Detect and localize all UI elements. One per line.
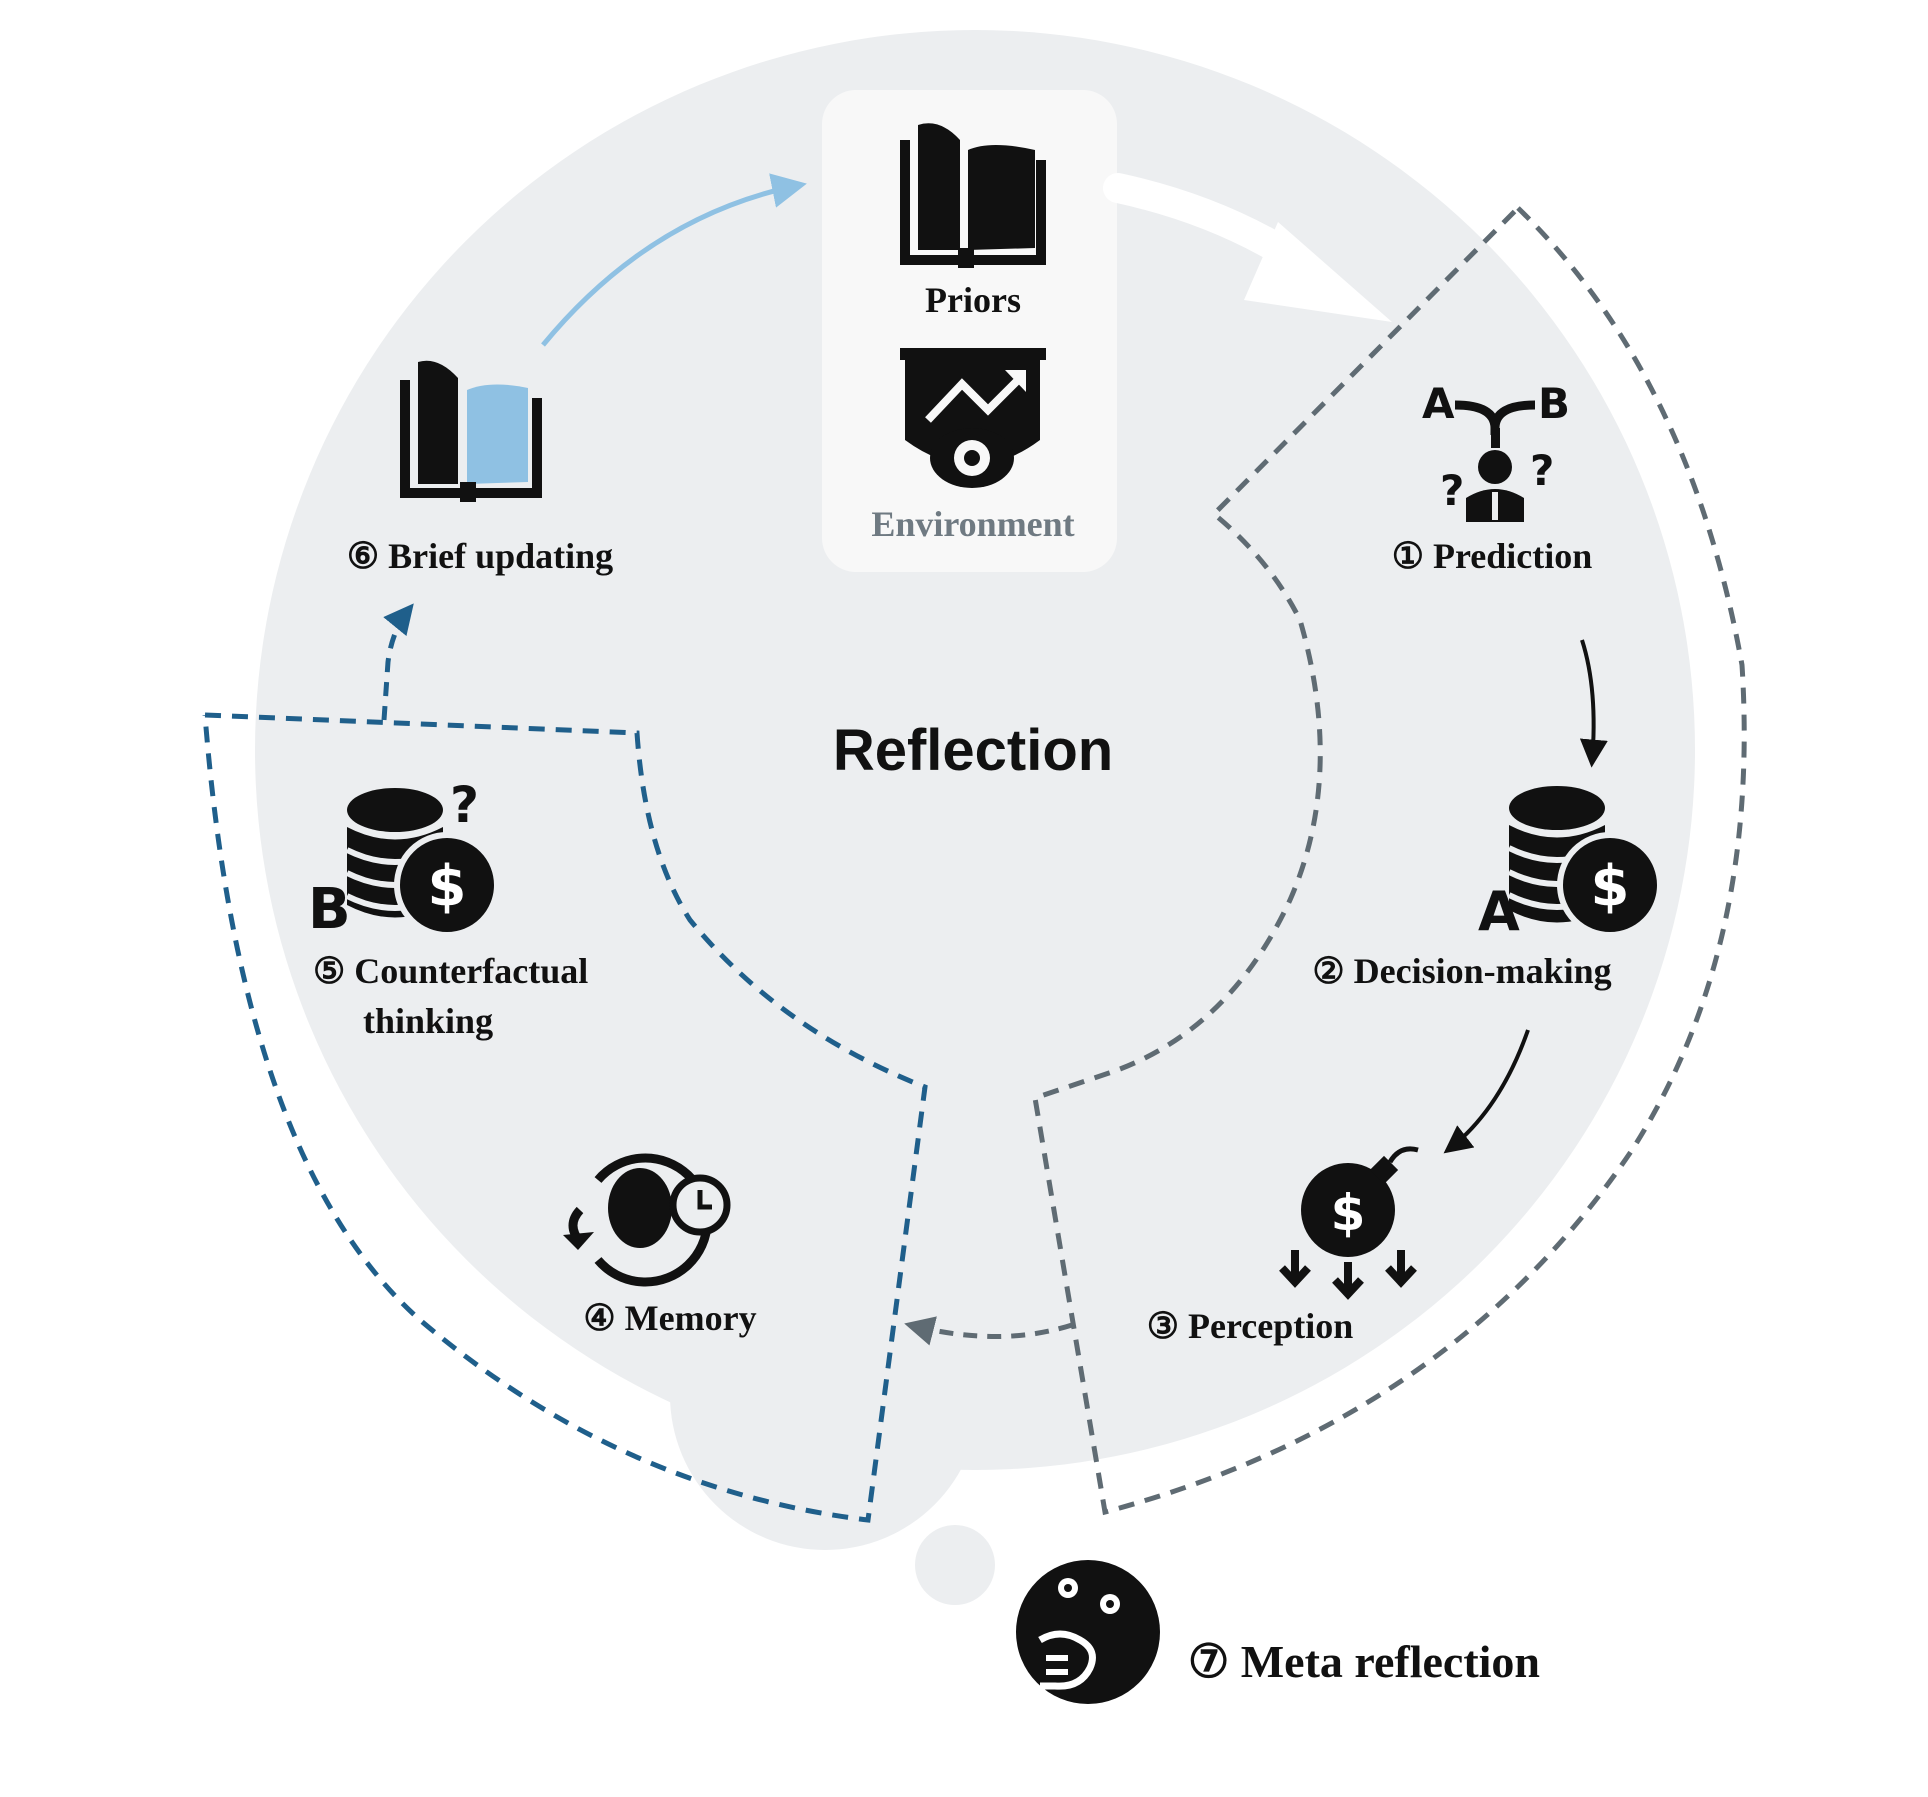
decision-making-label: ② Decision-making [1312, 951, 1611, 991]
brain-clock-icon [563, 1153, 731, 1287]
perception-dollar-sign: $ [1331, 1184, 1366, 1242]
action-region-gray-dashed [1032, 206, 1747, 1516]
prediction-question-right: ? [1530, 446, 1554, 495]
reflection-region-blue-dashed [202, 712, 928, 1523]
coins-dollar-icon [1507, 786, 1663, 938]
decision-to-perception-arrow [1443, 1029, 1530, 1154]
counterfactual-dollar-sign: $ [428, 854, 467, 919]
perception-to-memory-arrow [904, 1316, 1073, 1346]
memory-label: ④ Memory [583, 1298, 756, 1338]
choice-person-icon [1454, 400, 1536, 522]
thinking-face-icon [1016, 1560, 1160, 1704]
prediction-question-left: ? [1440, 466, 1464, 515]
decision-letter-a: A [1478, 880, 1520, 943]
prediction-letter-a: A [1422, 379, 1455, 428]
environment-label: Environment [871, 504, 1074, 544]
meta-reflection-label: ⑦ Meta reflection [1188, 1636, 1540, 1687]
thought-bubble-small [915, 1525, 995, 1605]
brief-updating-label: ⑥ Brief updating [347, 536, 613, 576]
open-book-icon [400, 360, 542, 502]
counterfactual-label-line2: thinking [363, 1001, 493, 1041]
white-arrow [1103, 173, 1392, 322]
thought-bubble-medium [670, 1240, 980, 1550]
decision-dollar-sign: $ [1591, 854, 1630, 919]
counterfactual-label-line1: ⑤ Counterfactual [313, 951, 588, 991]
perception-label: ③ Perception [1147, 1306, 1354, 1346]
counterfactual-to-update-arrow [381, 603, 414, 721]
money-bomb-icon [1279, 1146, 1419, 1300]
trend-eye-icon [900, 348, 1046, 488]
priors-label: Priors [925, 280, 1021, 320]
book-icon [900, 123, 1046, 268]
prediction-to-decision-arrow [1579, 639, 1608, 768]
counterfactual-letter-b: B [308, 877, 351, 942]
prediction-label: ① Prediction [1392, 536, 1593, 576]
reflection-title: Reflection [833, 718, 1113, 783]
counterfactual-question: ? [450, 776, 479, 834]
prediction-letter-b: B [1538, 379, 1570, 428]
update-priors-arrow [541, 173, 807, 347]
coins-question-icon [345, 788, 500, 938]
